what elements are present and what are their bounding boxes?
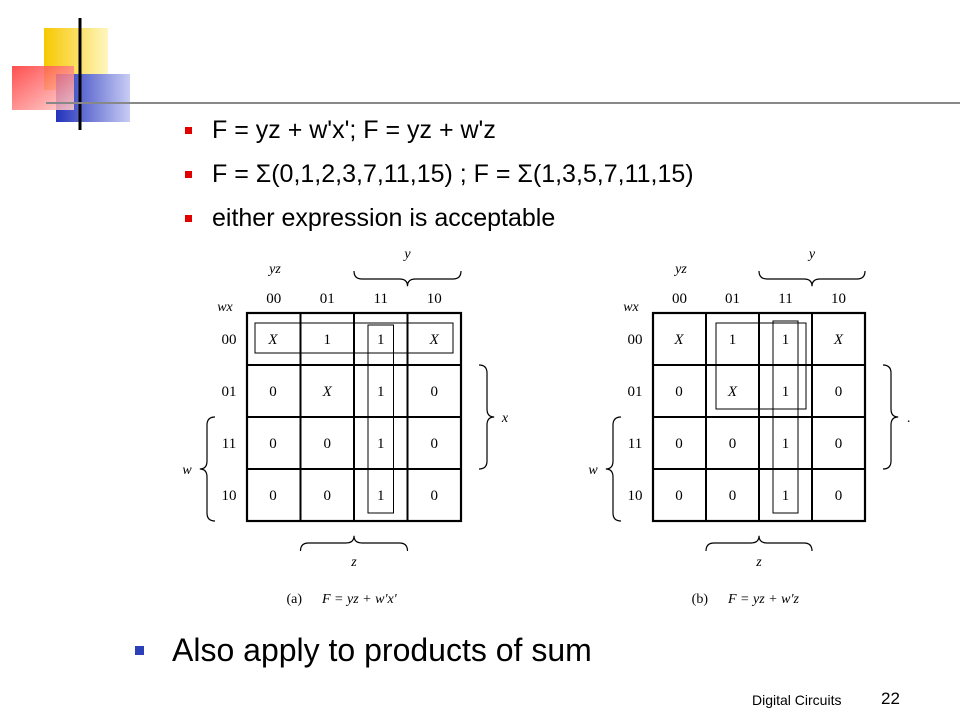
kmap-cell-value: 0 bbox=[431, 436, 439, 452]
kmap-cell-value: X bbox=[322, 384, 333, 400]
kmap-group-rect bbox=[772, 320, 799, 514]
kmap-row-header: 00 bbox=[222, 332, 237, 348]
kmap-cell-value: 0 bbox=[269, 436, 277, 452]
kmap-brace-y-label: y bbox=[807, 247, 816, 262]
kmap-cell-value: 0 bbox=[269, 488, 277, 504]
kmap-row-header: 11 bbox=[222, 436, 236, 452]
kmap-row-header: 00 bbox=[628, 332, 643, 348]
kmap-group-rect bbox=[254, 322, 454, 354]
kmap-brace-w-label: w bbox=[588, 463, 598, 478]
kmap-cell-value: 1 bbox=[729, 332, 737, 348]
corner-decoration bbox=[12, 18, 960, 130]
kmap-cell-value: 1 bbox=[377, 488, 385, 504]
kmap-col-header: 01 bbox=[320, 291, 335, 307]
kmap-cell-value: X bbox=[833, 332, 844, 348]
kmap-brace-w bbox=[199, 416, 216, 522]
kmap-col-header: 11 bbox=[778, 291, 792, 307]
kmap-brace-z bbox=[299, 535, 409, 552]
kmap-col-vars-label: yz bbox=[267, 262, 281, 277]
bullet-item: either expression is acceptable bbox=[185, 206, 694, 231]
kmap-col-header: 01 bbox=[725, 291, 740, 307]
kmap-col-vars-label: yz bbox=[673, 262, 687, 277]
kmap-cell-value: 0 bbox=[729, 436, 737, 452]
footer-label: Digital Circuits bbox=[752, 692, 842, 708]
kmap-cell-value: 1 bbox=[782, 436, 790, 452]
kmap-row-header: 10 bbox=[628, 488, 643, 504]
kmap-col-header: 10 bbox=[831, 291, 846, 307]
kmap-brace-x-label: x bbox=[501, 411, 509, 426]
kmap-cell-value: X bbox=[673, 332, 684, 348]
kmap-cell-value: 1 bbox=[377, 384, 385, 400]
bullet-square-icon bbox=[185, 127, 192, 134]
kmap-cell-value: X bbox=[267, 332, 278, 348]
kmap-brace-z-label: z bbox=[755, 555, 762, 570]
kmap-brace-x bbox=[478, 364, 495, 470]
kmap-cell-value: X bbox=[429, 332, 440, 348]
kmap-brace-x-label: . bbox=[907, 411, 911, 426]
kmap-brace-w bbox=[605, 416, 622, 522]
kmap-row-vars-label: wx bbox=[217, 300, 233, 315]
kmap-cell-value: 0 bbox=[269, 384, 277, 400]
kmap-caption-expr: F = yz + w'z bbox=[727, 592, 799, 607]
kmap-col-header: 00 bbox=[266, 291, 281, 307]
kmap-brace-w-label: w bbox=[182, 463, 192, 478]
main-bullet: Also apply to products of sum bbox=[135, 632, 592, 668]
kmap-group-rect bbox=[715, 322, 807, 410]
kmap-cell-value: X bbox=[727, 384, 738, 400]
kmap-col-header: 00 bbox=[672, 291, 687, 307]
kmap-col-header: 10 bbox=[427, 291, 442, 307]
bullet-list: F = yz + w'x'; F = yz + w'z F = Σ(0,1,2,… bbox=[185, 118, 694, 250]
kmap-row-header: 10 bbox=[222, 488, 237, 504]
kmap-row-header: 01 bbox=[628, 384, 643, 400]
kmap-cell-value: 0 bbox=[675, 384, 683, 400]
kmap-brace-z bbox=[705, 535, 813, 552]
kmap-cell-value: 0 bbox=[675, 488, 683, 504]
kmap-brace-y bbox=[758, 270, 866, 287]
kmap-cell-value: 0 bbox=[729, 488, 737, 504]
kmap-row-header: 11 bbox=[628, 436, 642, 452]
bullet-square-icon bbox=[185, 215, 192, 222]
bullet-square-icon bbox=[185, 171, 192, 178]
kmap-row-vars-label: wx bbox=[623, 300, 639, 315]
kmap-brace-y-label: y bbox=[402, 247, 411, 262]
kmap-caption-prefix: (a) bbox=[286, 592, 302, 607]
kmap-cell-value: 0 bbox=[431, 488, 439, 504]
bullet-item: F = Σ(0,1,2,3,7,11,15) ; F = Σ(1,3,5,7,1… bbox=[185, 162, 694, 187]
kmap-cell-value: 1 bbox=[377, 332, 385, 348]
kmap-caption-prefix: (b) bbox=[692, 592, 709, 607]
kmap-row-header: 01 bbox=[222, 384, 237, 400]
kmap-cell-value: 0 bbox=[324, 488, 332, 504]
bullet-item: F = yz + w'x'; F = yz + w'z bbox=[185, 118, 694, 143]
bullet-square-icon bbox=[135, 646, 144, 655]
kmap-brace-z-label: z bbox=[350, 555, 357, 570]
kmap-cell-value: 0 bbox=[835, 488, 843, 504]
kmap-cell-value: 0 bbox=[675, 436, 683, 452]
page-number: 22 bbox=[881, 689, 900, 708]
kmap-cell-value: 0 bbox=[835, 436, 843, 452]
kmap-caption-expr: F = yz + w'x' bbox=[321, 592, 398, 607]
kmap-brace-y bbox=[353, 270, 462, 287]
kmap-cell-value: 1 bbox=[377, 436, 385, 452]
kmap-cell-value: 1 bbox=[782, 384, 790, 400]
kmap-cell-value: 1 bbox=[782, 488, 790, 504]
kmap-cell-value: 1 bbox=[324, 332, 332, 348]
kmap-cell-value: 1 bbox=[782, 332, 790, 348]
kmap-group-rect bbox=[367, 324, 394, 514]
kmap-cell-value: 0 bbox=[431, 384, 439, 400]
kmap-col-header: 11 bbox=[374, 291, 388, 307]
kmap-brace-x bbox=[882, 364, 899, 470]
kmap-cell-value: 0 bbox=[324, 436, 332, 452]
kmap-cell-value: 0 bbox=[835, 384, 843, 400]
